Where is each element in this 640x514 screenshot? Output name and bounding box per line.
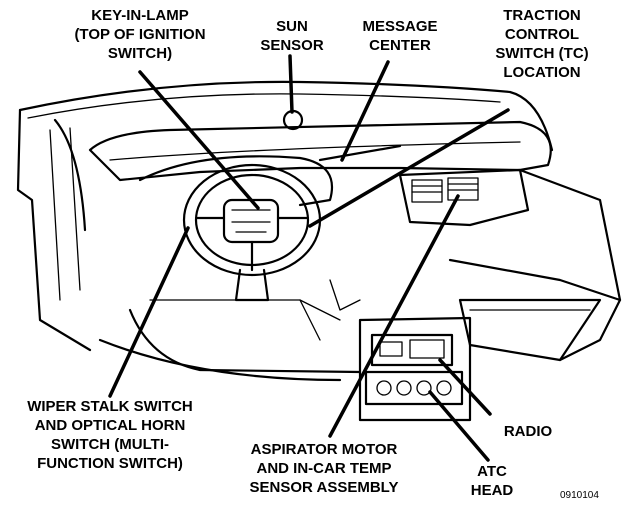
right-dash xyxy=(518,168,622,362)
glove-box xyxy=(458,298,602,362)
message-center-shape xyxy=(318,144,402,162)
label-atc-head: ATC HEAD xyxy=(470,463,514,499)
leader-message-center xyxy=(340,60,390,162)
leader-atc-head xyxy=(428,390,490,462)
leader-wiper-stalk xyxy=(108,226,190,398)
leader-sun-sensor xyxy=(288,54,294,114)
leader-key-in-lamp xyxy=(138,70,260,210)
center-vents xyxy=(398,168,530,227)
leader-traction-control xyxy=(308,108,510,228)
left-a-pillar xyxy=(16,108,92,352)
label-key-in-lamp: KEY-IN-LAMP (TOP OF IGNITION SWITCH) xyxy=(74,7,206,62)
lower-console xyxy=(358,316,472,422)
atc-head-unit xyxy=(364,370,464,406)
knee-bolster xyxy=(128,308,362,374)
leader-aspirator xyxy=(328,194,460,438)
radio-unit xyxy=(370,333,454,367)
label-sun-sensor: SUN SENSOR xyxy=(260,18,324,54)
windshield-frame xyxy=(18,80,554,152)
label-message-center: MESSAGE CENTER xyxy=(362,18,438,54)
label-wiper-stalk: WIPER STALK SWITCH AND OPTICAL HORN SWIT… xyxy=(27,398,193,472)
label-traction-control: TRACTION CONTROL SWITCH (TC) LOCATION xyxy=(495,7,589,81)
leader-radio xyxy=(438,358,492,416)
label-radio: RADIO xyxy=(503,423,553,440)
figure-code: 0910104 xyxy=(560,490,599,501)
steering-wheel-hub xyxy=(222,198,280,244)
label-aspirator: ASPIRATOR MOTOR AND IN-CAR TEMP SENSOR A… xyxy=(249,441,399,496)
